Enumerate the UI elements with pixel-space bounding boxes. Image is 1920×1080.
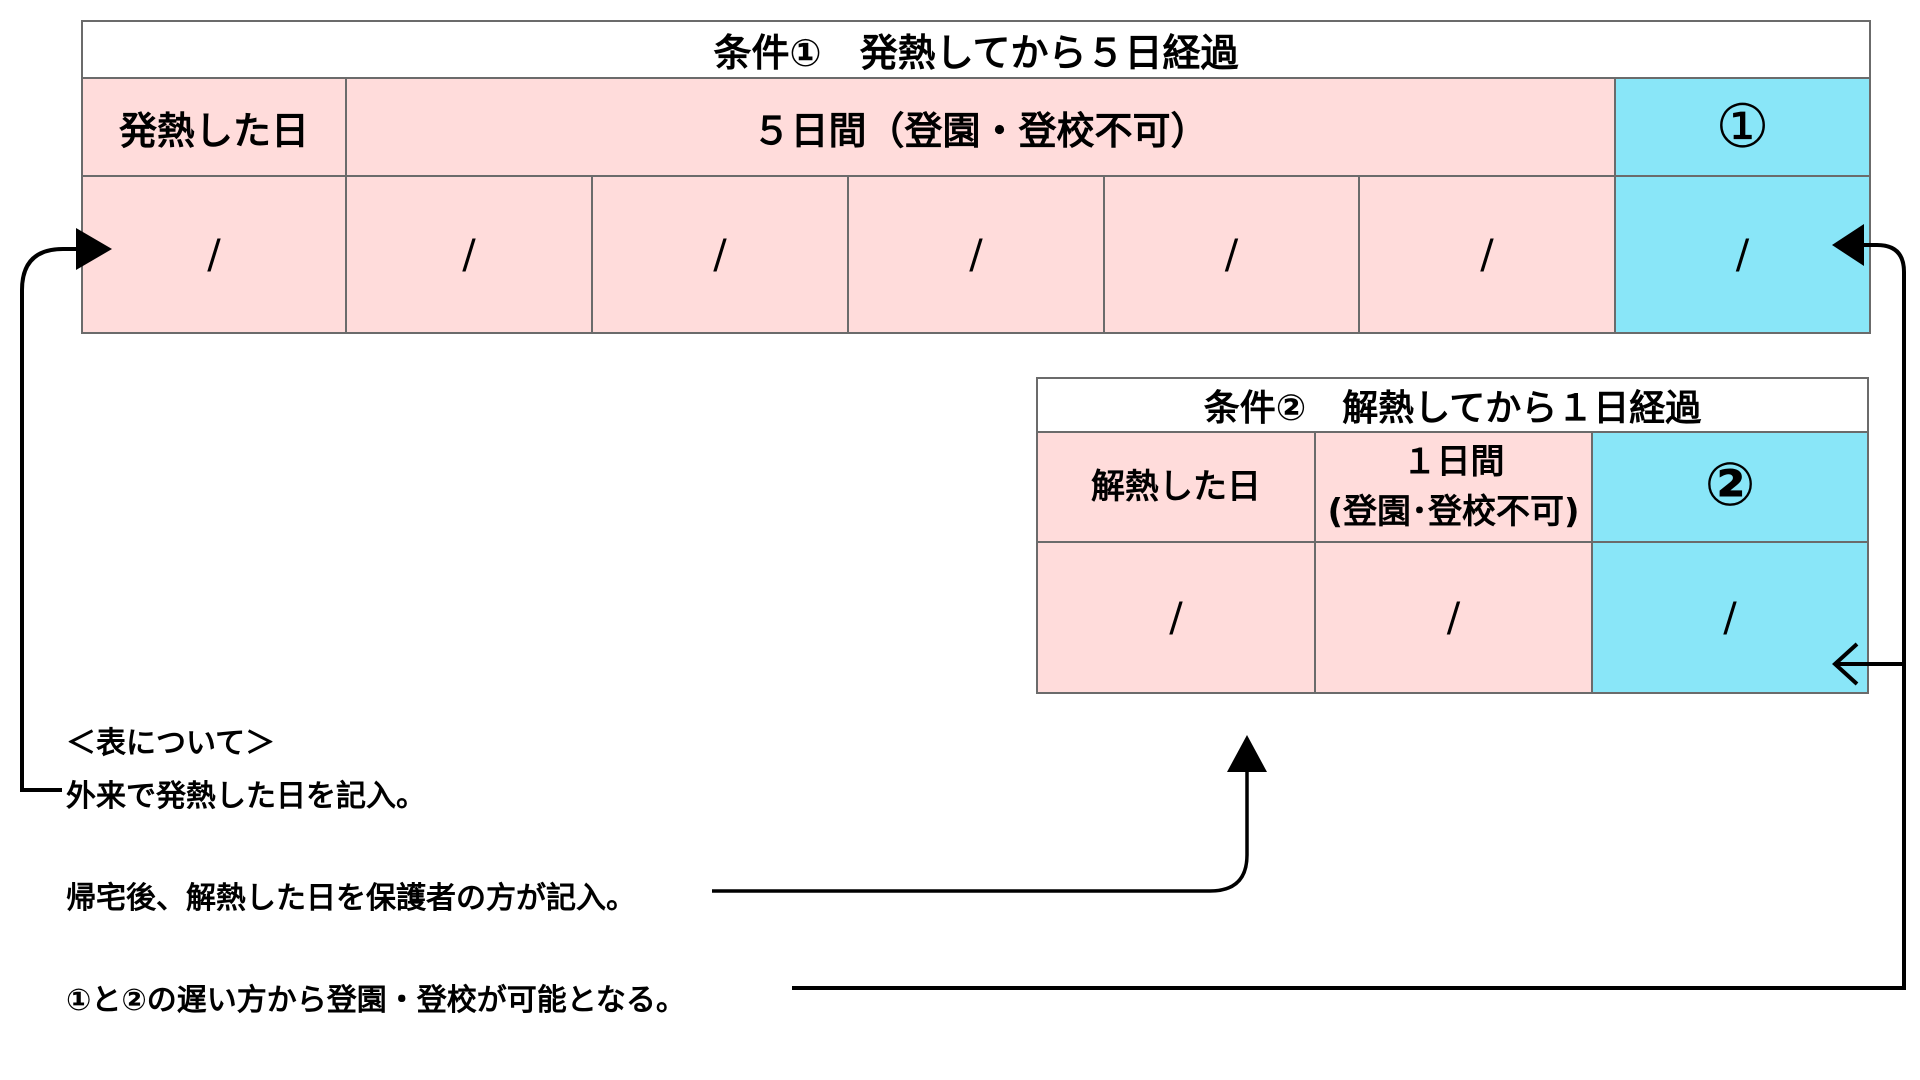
date-cell-day4[interactable]: /: [1103, 175, 1360, 334]
arrow-to-condition2: [712, 735, 1267, 893]
date-cell-fever-day[interactable]: /: [81, 175, 347, 334]
fever-gone-day-header: 解熱した日: [1036, 431, 1316, 543]
date-cell-day1[interactable]: /: [345, 175, 593, 334]
period-line2: (登園･登校不可): [1327, 492, 1580, 532]
condition1-title: 条件① 発熱してから５日経過: [80, 20, 1872, 79]
date-cell-fever-gone-day[interactable]: /: [1036, 541, 1316, 694]
period-line1: １日間: [1402, 442, 1505, 482]
arrowhead-left-icon: [1832, 224, 1864, 266]
marker-2-header: ②: [1591, 431, 1869, 543]
note-line-3: ①と②の遅い方から登園・登校が可能となる。: [66, 983, 686, 1018]
circled-one-icon: ①: [1715, 92, 1770, 162]
notes-heading: ＜表について＞: [66, 726, 276, 761]
date-cell-day3[interactable]: /: [847, 175, 1105, 334]
one-day-period-header: １日間 (登園･登校不可): [1314, 431, 1593, 543]
arrow-to-fever-day: [20, 228, 112, 792]
arrowhead-right-icon: [76, 228, 112, 270]
note-line-2: 帰宅後、解熱した日を保護者の方が記入。: [66, 881, 636, 916]
date-cell-marker-1[interactable]: /: [1613, 175, 1872, 334]
date-cell-day2[interactable]: /: [591, 175, 849, 334]
marker-1-header: ①: [1613, 77, 1872, 177]
date-cell-marker-2[interactable]: /: [1591, 541, 1869, 694]
condition2-title: 条件② 解熱してから１日経過: [1036, 377, 1869, 433]
arrowhead-up-icon: [1227, 735, 1267, 772]
open-arrowhead-left-icon: [1832, 642, 1859, 686]
fever-day-header: 発熱した日: [81, 77, 347, 177]
arrow-to-markers: [792, 224, 1906, 990]
note-line-1: 外来で発熱した日を記入。: [66, 779, 426, 814]
date-cell-next-day[interactable]: /: [1314, 541, 1593, 694]
condition1-table: 条件① 発熱してから５日経過 発熱した日 ５日間（登園・登校不可） ① / / …: [80, 20, 1872, 334]
circled-two-icon: ②: [1704, 450, 1756, 520]
condition2-table: 条件② 解熱してから１日経過 解熱した日 １日間 (登園･登校不可) ② / /…: [1036, 377, 1869, 694]
date-cell-day5[interactable]: /: [1358, 175, 1616, 334]
five-day-period-header: ５日間（登園・登校不可）: [345, 77, 1616, 177]
